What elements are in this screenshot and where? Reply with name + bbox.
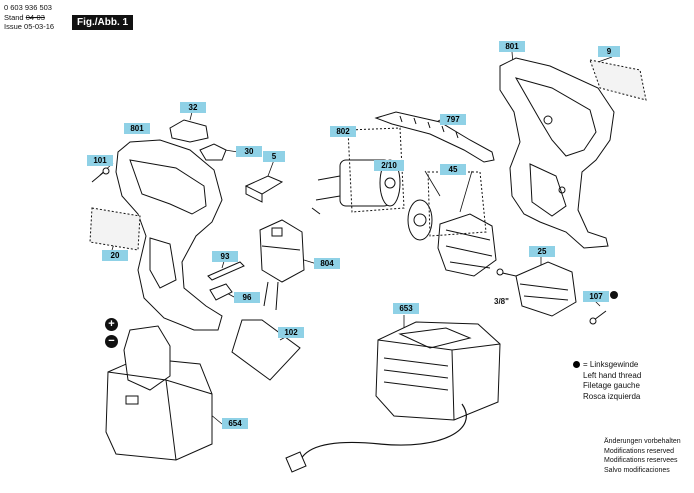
note-line: Modifications reserved xyxy=(604,447,675,455)
part-label-30: 30 xyxy=(236,146,262,157)
part-label-802: 802 xyxy=(330,126,356,137)
thread-size-label: 3/8" xyxy=(494,297,509,306)
note-line: Änderungen vorbehalten xyxy=(604,438,681,445)
chuck-25 xyxy=(496,261,577,317)
legend-line-2: Left hand thread xyxy=(583,370,642,380)
housing-right-half xyxy=(499,57,647,249)
wire-102 xyxy=(231,319,301,381)
part-label-93: 93 xyxy=(212,251,238,262)
switch-slider-30 xyxy=(199,143,227,161)
modification-notes: Änderungen vorbehalten Modifications res… xyxy=(604,437,681,475)
motor-802 xyxy=(311,127,405,215)
part-label-2-10: 2/10 xyxy=(374,160,404,171)
legend: = Linksgewinde Left hand thread Filetage… xyxy=(573,360,641,402)
stand-label: Stand xyxy=(4,12,24,22)
part-label-5: 5 xyxy=(263,151,285,162)
note-line: Modifications reservees xyxy=(604,457,678,464)
stand-value: 04-03 xyxy=(25,12,45,22)
legend-line-3: Filetage gauche xyxy=(583,381,640,390)
part-label-804: 804 xyxy=(314,258,340,269)
belt-clip-797 xyxy=(374,111,495,163)
screw-101 xyxy=(91,167,110,183)
part-label-801-right: 801 xyxy=(499,41,525,52)
part-label-653: 653 xyxy=(393,303,419,314)
part-label-102: 102 xyxy=(278,327,304,338)
left-hand-thread-marker xyxy=(610,291,618,299)
clip-96 xyxy=(209,283,233,301)
issue-label: Issue xyxy=(4,22,22,31)
clip-93 xyxy=(207,261,245,281)
part-label-45: 45 xyxy=(440,164,466,175)
note-line: Salvo modificaciones xyxy=(604,466,670,474)
plus-sign: + xyxy=(105,318,118,331)
battery-654 xyxy=(105,325,213,461)
switch-cover-32 xyxy=(169,119,209,143)
part-label-801-left: 801 xyxy=(124,123,150,134)
housing-left-half xyxy=(89,139,223,331)
legend-line-4: Rosca izquierda xyxy=(583,391,641,401)
minus-sign: − xyxy=(105,335,118,348)
part-label-20: 20 xyxy=(102,250,128,261)
charger-653 xyxy=(285,321,501,473)
document-header: 0 603 936 503 Stand 04-03 Issue 05-03-16 xyxy=(4,3,54,32)
switch-module-804 xyxy=(259,219,305,311)
stand-line: Stand 04-03 xyxy=(4,13,54,23)
part-number: 0 603 936 503 xyxy=(4,3,52,12)
part-label-32: 32 xyxy=(180,102,206,113)
part-label-107: 107 xyxy=(583,291,609,302)
part-label-96: 96 xyxy=(234,292,260,303)
left-hand-thread-dot xyxy=(573,361,580,369)
part-label-654: 654 xyxy=(222,418,248,429)
part-label-25: 25 xyxy=(529,246,555,257)
part-label-797: 797 xyxy=(440,114,466,125)
part-label-101: 101 xyxy=(87,155,113,166)
part-5 xyxy=(244,175,284,203)
screw-107 xyxy=(589,310,607,325)
gearbox-45 xyxy=(407,171,497,277)
figure-title: Fig./Abb. 1 xyxy=(72,15,134,30)
legend-line-1: = Linksgewinde xyxy=(573,360,641,371)
issue-value: 05-03-16 xyxy=(24,22,55,31)
issue-line: Issue 05-03-16 xyxy=(4,22,54,32)
part-label-9: 9 xyxy=(598,46,620,57)
